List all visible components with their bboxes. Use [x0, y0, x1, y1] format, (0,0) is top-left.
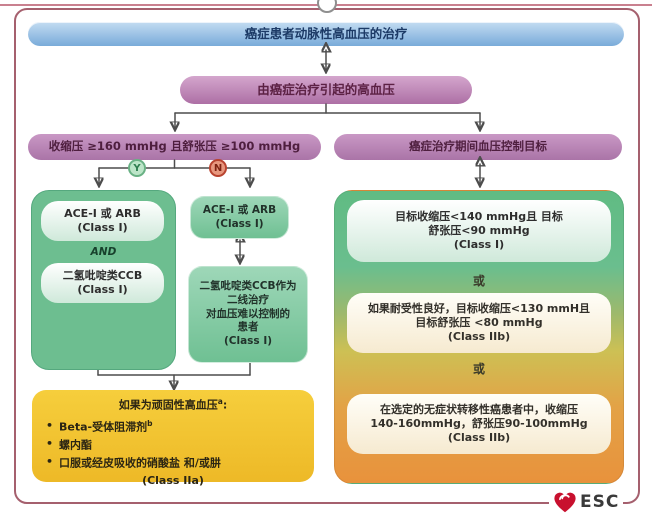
ace-arb-label: ACE-I 或 ARB — [64, 207, 141, 221]
ace-arb-second-class: (Class I) — [215, 217, 264, 230]
no-badge: N — [209, 159, 227, 177]
goal-primary-box: 目标收缩压<140 mmHg且 目标 舒张压<90 mmHg (Class I) — [347, 200, 611, 262]
goal-primary-class: (Class I) — [453, 237, 505, 251]
goal-metastatic-box: 在选定的无症状转移性癌患者中，收缩压 140-160mmHg，舒张压90-100… — [347, 394, 611, 454]
ccb-second-line-box: 二氢吡啶类CCB作为 二线治疗 对血压难以控制的 患者 (Class I) — [188, 266, 308, 363]
goal-tolerated-line2: 目标舒张压 <80 mmHg — [415, 315, 543, 329]
goal-tolerated-line1: 如果耐受性良好，目标收缩压<130 mmH且 — [367, 301, 591, 315]
no-badge-label: N — [213, 162, 223, 174]
goal-tolerated-class: (Class IIb) — [447, 330, 511, 344]
cause-banner-label: 由癌症治疗引起的高血压 — [257, 81, 395, 97]
condition-right-banner: 癌症治疗期间血压控制目标 — [334, 134, 622, 160]
ace-arb-box: ACE-I 或 ARB (Class I) — [41, 201, 164, 241]
ccb-label: 二氢吡啶类CCB — [62, 269, 143, 283]
bullet-icon: • — [46, 418, 54, 432]
condition-left-banner: 收缩压 ≥160 mmHg 且舒张压 ≥100 mmHg — [28, 134, 321, 160]
resistant-title-colon: : — [222, 398, 228, 412]
bullet-text: 口服或经皮吸收的硝酸盐 和/或肼 — [59, 456, 221, 470]
ccb-second-line-line4: 患者 — [237, 321, 259, 334]
goal-metastatic-line1: 在选定的无症状转移性癌患者中，收缩压 — [380, 402, 578, 416]
ccb-second-line-line2: 二线治疗 — [227, 294, 269, 307]
yes-badge: Y — [128, 159, 146, 177]
list-item: • 口服或经皮吸收的硝酸盐 和/或肼 — [46, 455, 304, 471]
title-banner-label: 癌症患者动脉性高血压的治疗 — [244, 25, 408, 41]
bullet-text: Beta-受体阻滞剂b — [59, 418, 153, 434]
esc-logo-text: ESC — [580, 492, 620, 512]
and-label: AND — [90, 246, 117, 258]
goal-primary-line2: 舒张压<90 mmHg — [428, 224, 530, 238]
bullet-icon: • — [46, 436, 54, 450]
bp-goal-container: 目标收缩压<140 mmHg且 目标 舒张压<90 mmHg (Class I)… — [334, 190, 624, 484]
resistant-bullet-list: • Beta-受体阻滞剂b • 螺内酯 • 口服或经皮吸收的硝酸盐 和/或肼 — [32, 419, 314, 471]
goal-metastatic-line2: 140-160mmHg，舒张压90-100mmHg — [370, 416, 588, 430]
cause-banner: 由癌症治疗引起的高血压 — [180, 76, 472, 104]
yes-badge-label: Y — [133, 162, 141, 174]
goal-metastatic-class: (Class IIb) — [447, 431, 511, 445]
esc-logo: ESC — [549, 489, 624, 515]
resistant-title: 如果为顽固性高血压a: — [32, 397, 314, 413]
title-banner: 癌症患者动脉性高血压的治疗 — [28, 22, 624, 46]
ccb-second-line-class: (Class I) — [223, 334, 273, 347]
ccb-second-line-line3: 对血压难以控制的 — [206, 307, 290, 320]
or-label: 或 — [472, 274, 485, 288]
goal-tolerated-box: 如果耐受性良好，目标收缩压<130 mmH且 目标舒张压 <80 mmHg (C… — [347, 293, 611, 353]
resistant-hypertension-box: 如果为顽固性高血压a: • Beta-受体阻滞剂b • 螺内酯 • 口服或经皮吸… — [32, 390, 314, 487]
binder-ring-icon — [317, 0, 337, 13]
combo-therapy-container: ACE-I 或 ARB (Class I) AND 二氢吡啶类CCB (Clas… — [31, 190, 176, 370]
resistant-title-text: 如果为顽固性高血压 — [118, 398, 218, 412]
goal-primary-line1: 目标收缩压<140 mmHg且 目标 — [395, 210, 563, 224]
resistant-class-label: (Class IIa) — [142, 473, 204, 487]
list-item: • Beta-受体阻滞剂b — [46, 419, 304, 435]
list-item: • 螺内酯 — [46, 437, 304, 453]
condition-right-label: 癌症治疗期间血压控制目标 — [409, 139, 547, 154]
heart-icon — [554, 492, 576, 512]
ccb-class: (Class I) — [77, 283, 128, 296]
ace-arb-class: (Class I) — [77, 221, 128, 234]
ace-arb-second-box: ACE-I 或 ARB (Class I) — [190, 196, 289, 239]
resistant-title-sup: a — [217, 397, 223, 406]
or-label: 或 — [472, 362, 485, 376]
ccb-box: 二氢吡啶类CCB (Class I) — [41, 263, 164, 303]
ccb-second-line-line1: 二氢吡啶类CCB作为 — [199, 280, 297, 293]
bullet-text: 螺内酯 — [59, 438, 93, 452]
bullet-icon: • — [46, 454, 54, 468]
condition-left-label: 收缩压 ≥160 mmHg 且舒张压 ≥100 mmHg — [48, 139, 301, 154]
ace-arb-second-label: ACE-I 或 ARB — [202, 203, 277, 216]
